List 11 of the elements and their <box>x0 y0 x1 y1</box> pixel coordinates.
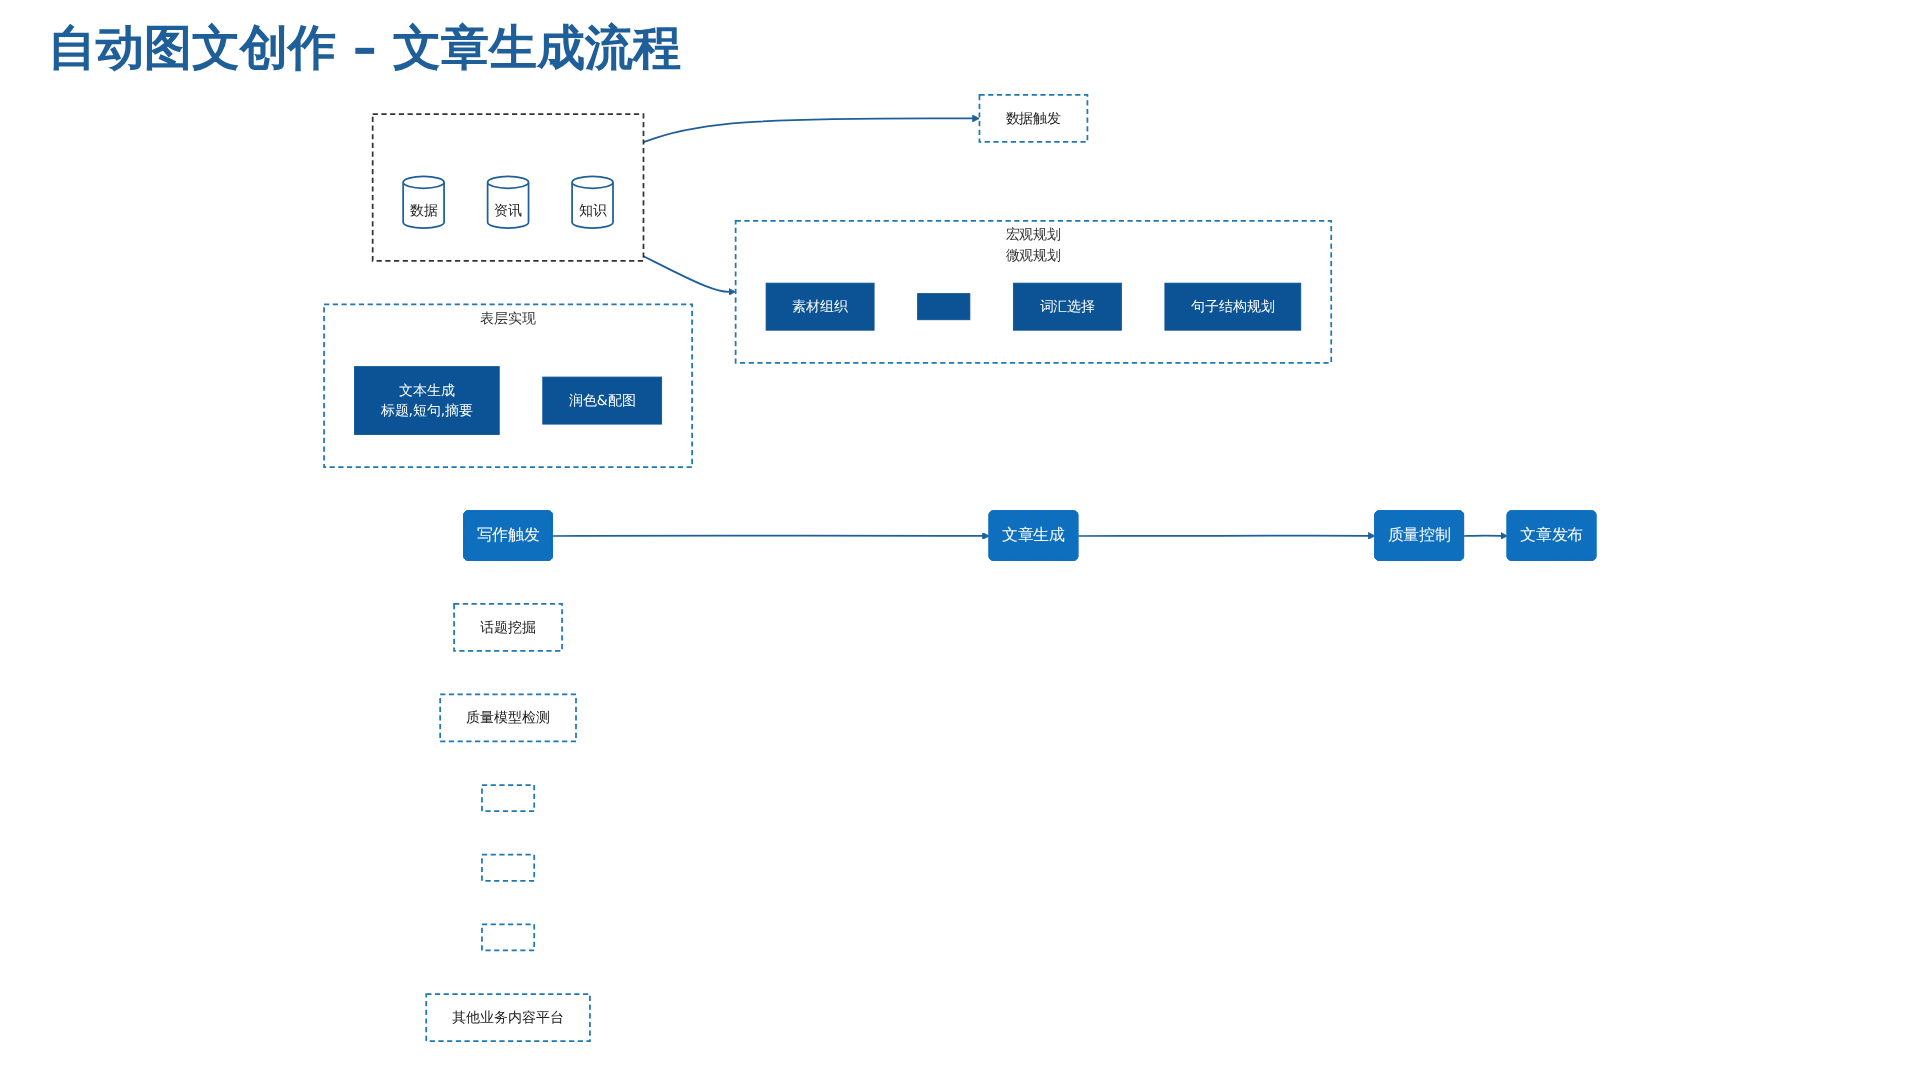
node-box <box>481 853 536 882</box>
arrow <box>642 114 980 143</box>
arrow <box>552 532 990 540</box>
cluster <box>371 113 645 262</box>
node-box <box>917 293 971 321</box>
diagram-title: 自动图文创作 – 文章生成流程 <box>48 18 684 80</box>
node-box <box>481 923 536 952</box>
arrow <box>642 255 736 296</box>
arrow <box>1077 532 1376 540</box>
node-box <box>481 784 536 813</box>
arrow <box>1463 532 1508 540</box>
